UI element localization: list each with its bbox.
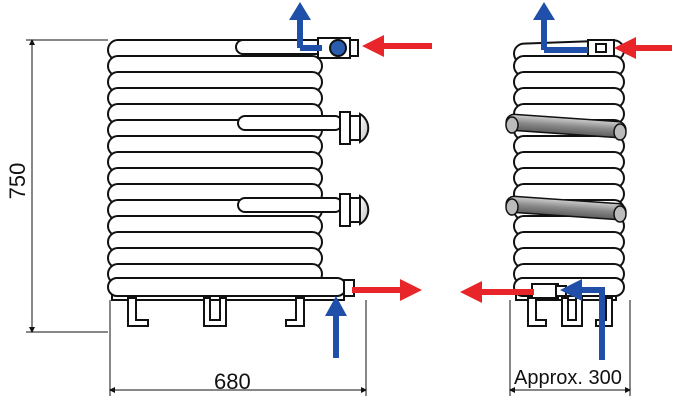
side-flow-arrows <box>460 2 672 360</box>
side-bottom-in-arrow <box>578 287 605 360</box>
depth-dimension-label: Approx. 300 <box>514 367 622 389</box>
side-heater-2 <box>505 195 627 223</box>
front-heater-2 <box>237 193 370 227</box>
height-dimension-label: 750 <box>5 162 30 200</box>
side-coil <box>513 39 625 297</box>
front-stand <box>111 291 345 327</box>
front-flow-arrows <box>289 2 432 358</box>
side-view <box>460 2 672 360</box>
front-heater-1 <box>237 111 370 145</box>
side-heater-1 <box>505 113 627 141</box>
front-coil <box>107 39 347 297</box>
front-view <box>107 2 432 358</box>
side-top-connection <box>587 39 615 57</box>
width-dimension-label: 680 <box>214 369 251 394</box>
side-bottom-connection <box>531 283 567 299</box>
dimension-lines <box>26 39 631 396</box>
